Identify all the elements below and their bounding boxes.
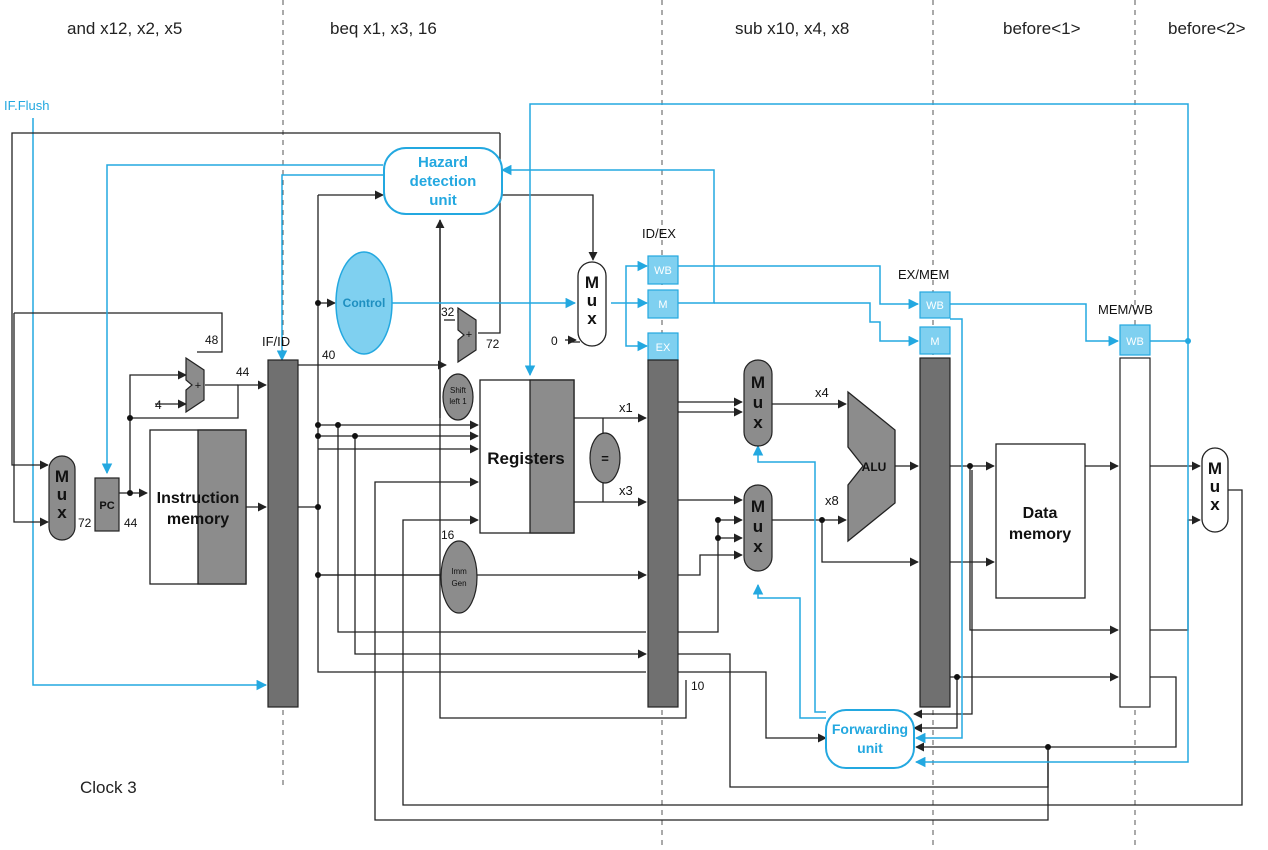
if-flush-wire	[32, 118, 268, 691]
svg-text:memory: memory	[167, 511, 229, 528]
svg-text:+: +	[466, 329, 472, 341]
x8-label: x8	[825, 493, 839, 508]
adder-48-label: 48	[205, 333, 219, 347]
pc-adder: +	[185, 356, 205, 414]
shift-left-unit: Shift left 1	[442, 373, 474, 421]
svg-text:WB: WB	[654, 265, 672, 277]
pc-mux-value: 72	[78, 516, 92, 530]
pc-value: 44	[124, 516, 138, 530]
svg-text:M: M	[751, 373, 765, 392]
svg-text:Data: Data	[1023, 505, 1058, 522]
x1-label: x1	[619, 400, 633, 415]
svg-text:x: x	[587, 309, 597, 328]
stage-mem-label: before<1>	[1003, 19, 1081, 38]
svg-text:Registers: Registers	[487, 449, 564, 468]
svg-text:M: M	[751, 497, 765, 516]
svg-text:unit: unit	[857, 740, 883, 756]
svg-text:M: M	[1208, 459, 1222, 478]
id-ex-register: WB M EX	[647, 255, 679, 708]
branch-72-label: 72	[486, 337, 500, 351]
alu: ALU	[847, 390, 896, 543]
pc-mux: M u x	[48, 455, 76, 541]
svg-text:M: M	[930, 336, 939, 348]
svg-text:Instruction: Instruction	[157, 490, 240, 507]
wire-junctions	[127, 300, 1191, 750]
data-memory: Data memory	[995, 443, 1086, 599]
branch-adder: +	[457, 306, 477, 364]
stage-ex-label: sub x10, x4, x8	[735, 19, 849, 38]
forwarding-unit: Forwarding unit	[825, 709, 915, 769]
svg-text:u: u	[1210, 477, 1220, 496]
datapath-wires	[11, 132, 1243, 821]
svg-text:u: u	[753, 393, 763, 412]
stage-labels: and x12, x2, x5 beq x1, x3, 16 sub x10, …	[67, 19, 1246, 38]
if-flush-label: IF.Flush	[4, 98, 50, 113]
svg-text:Imm: Imm	[451, 567, 467, 576]
if-id-label: IF/ID	[262, 334, 290, 349]
control-wires	[101, 103, 1189, 768]
svg-text:memory: memory	[1009, 526, 1071, 543]
branch-32-label: 32	[441, 305, 455, 319]
ex-mem-label: EX/MEM	[898, 267, 949, 282]
svg-text:PC: PC	[99, 500, 114, 512]
equal-comparator: =	[589, 432, 621, 484]
svg-text:x: x	[753, 413, 763, 432]
imm-gen-unit: Imm Gen	[440, 540, 478, 614]
svg-text:x: x	[753, 537, 763, 556]
id-ex-10-label: 10	[691, 679, 705, 693]
ex-mem-register: WB M	[919, 291, 951, 708]
svg-text:unit: unit	[429, 192, 457, 209]
svg-text:Gen: Gen	[451, 579, 466, 588]
control-mux: M u x	[577, 261, 607, 347]
stage-wb-label: before<2>	[1168, 19, 1246, 38]
control-unit: Control	[335, 251, 393, 355]
mem-wb-register: WB	[1119, 324, 1151, 708]
svg-text:left 1: left 1	[449, 397, 467, 406]
mem-wb-label: MEM/WB	[1098, 302, 1153, 317]
program-counter: PC	[94, 477, 120, 532]
x3-label: x3	[619, 483, 633, 498]
svg-text:M: M	[585, 273, 599, 292]
svg-text:u: u	[753, 517, 763, 536]
svg-text:detection: detection	[410, 173, 477, 190]
if-id-register	[267, 359, 299, 708]
writeback-mux: M u x	[1201, 447, 1229, 533]
svg-text:u: u	[57, 485, 67, 504]
svg-text:WB: WB	[926, 300, 944, 312]
adder-4-label: 4	[155, 398, 162, 412]
svg-text:=: =	[601, 451, 609, 466]
alu-input-b-mux: M u x	[743, 484, 773, 572]
register-file: Registers	[479, 379, 575, 534]
instruction-memory: Instruction memory	[149, 429, 247, 585]
x4-label: x4	[815, 385, 829, 400]
svg-text:Hazard: Hazard	[418, 154, 468, 171]
stage-id-label: beq x1, x3, 16	[330, 19, 437, 38]
hazard-detection-unit: Hazard detection unit	[383, 147, 503, 215]
svg-text:M: M	[658, 299, 667, 311]
svg-text:WB: WB	[1126, 336, 1144, 348]
stage-if-label: and x12, x2, x5	[67, 19, 182, 38]
svg-text:u: u	[587, 291, 597, 310]
svg-text:Control: Control	[343, 296, 386, 310]
imm-16-label: 16	[441, 528, 455, 542]
id-ex-label: ID/EX	[642, 226, 676, 241]
svg-text:x: x	[57, 503, 67, 522]
svg-text:x: x	[1210, 495, 1220, 514]
clock-label: Clock 3	[80, 778, 137, 797]
svg-text:Shift: Shift	[450, 386, 467, 395]
if-id-40-label: 40	[322, 348, 336, 362]
control-mux-0-label: 0	[551, 334, 558, 348]
svg-text:EX: EX	[656, 342, 671, 354]
svg-text:M: M	[55, 467, 69, 486]
svg-text:Forwarding: Forwarding	[832, 721, 908, 737]
svg-text:+: +	[195, 380, 201, 392]
adder-44-label: 44	[236, 365, 250, 379]
svg-text:ALU: ALU	[862, 460, 887, 474]
alu-input-a-mux: M u x	[743, 359, 773, 447]
